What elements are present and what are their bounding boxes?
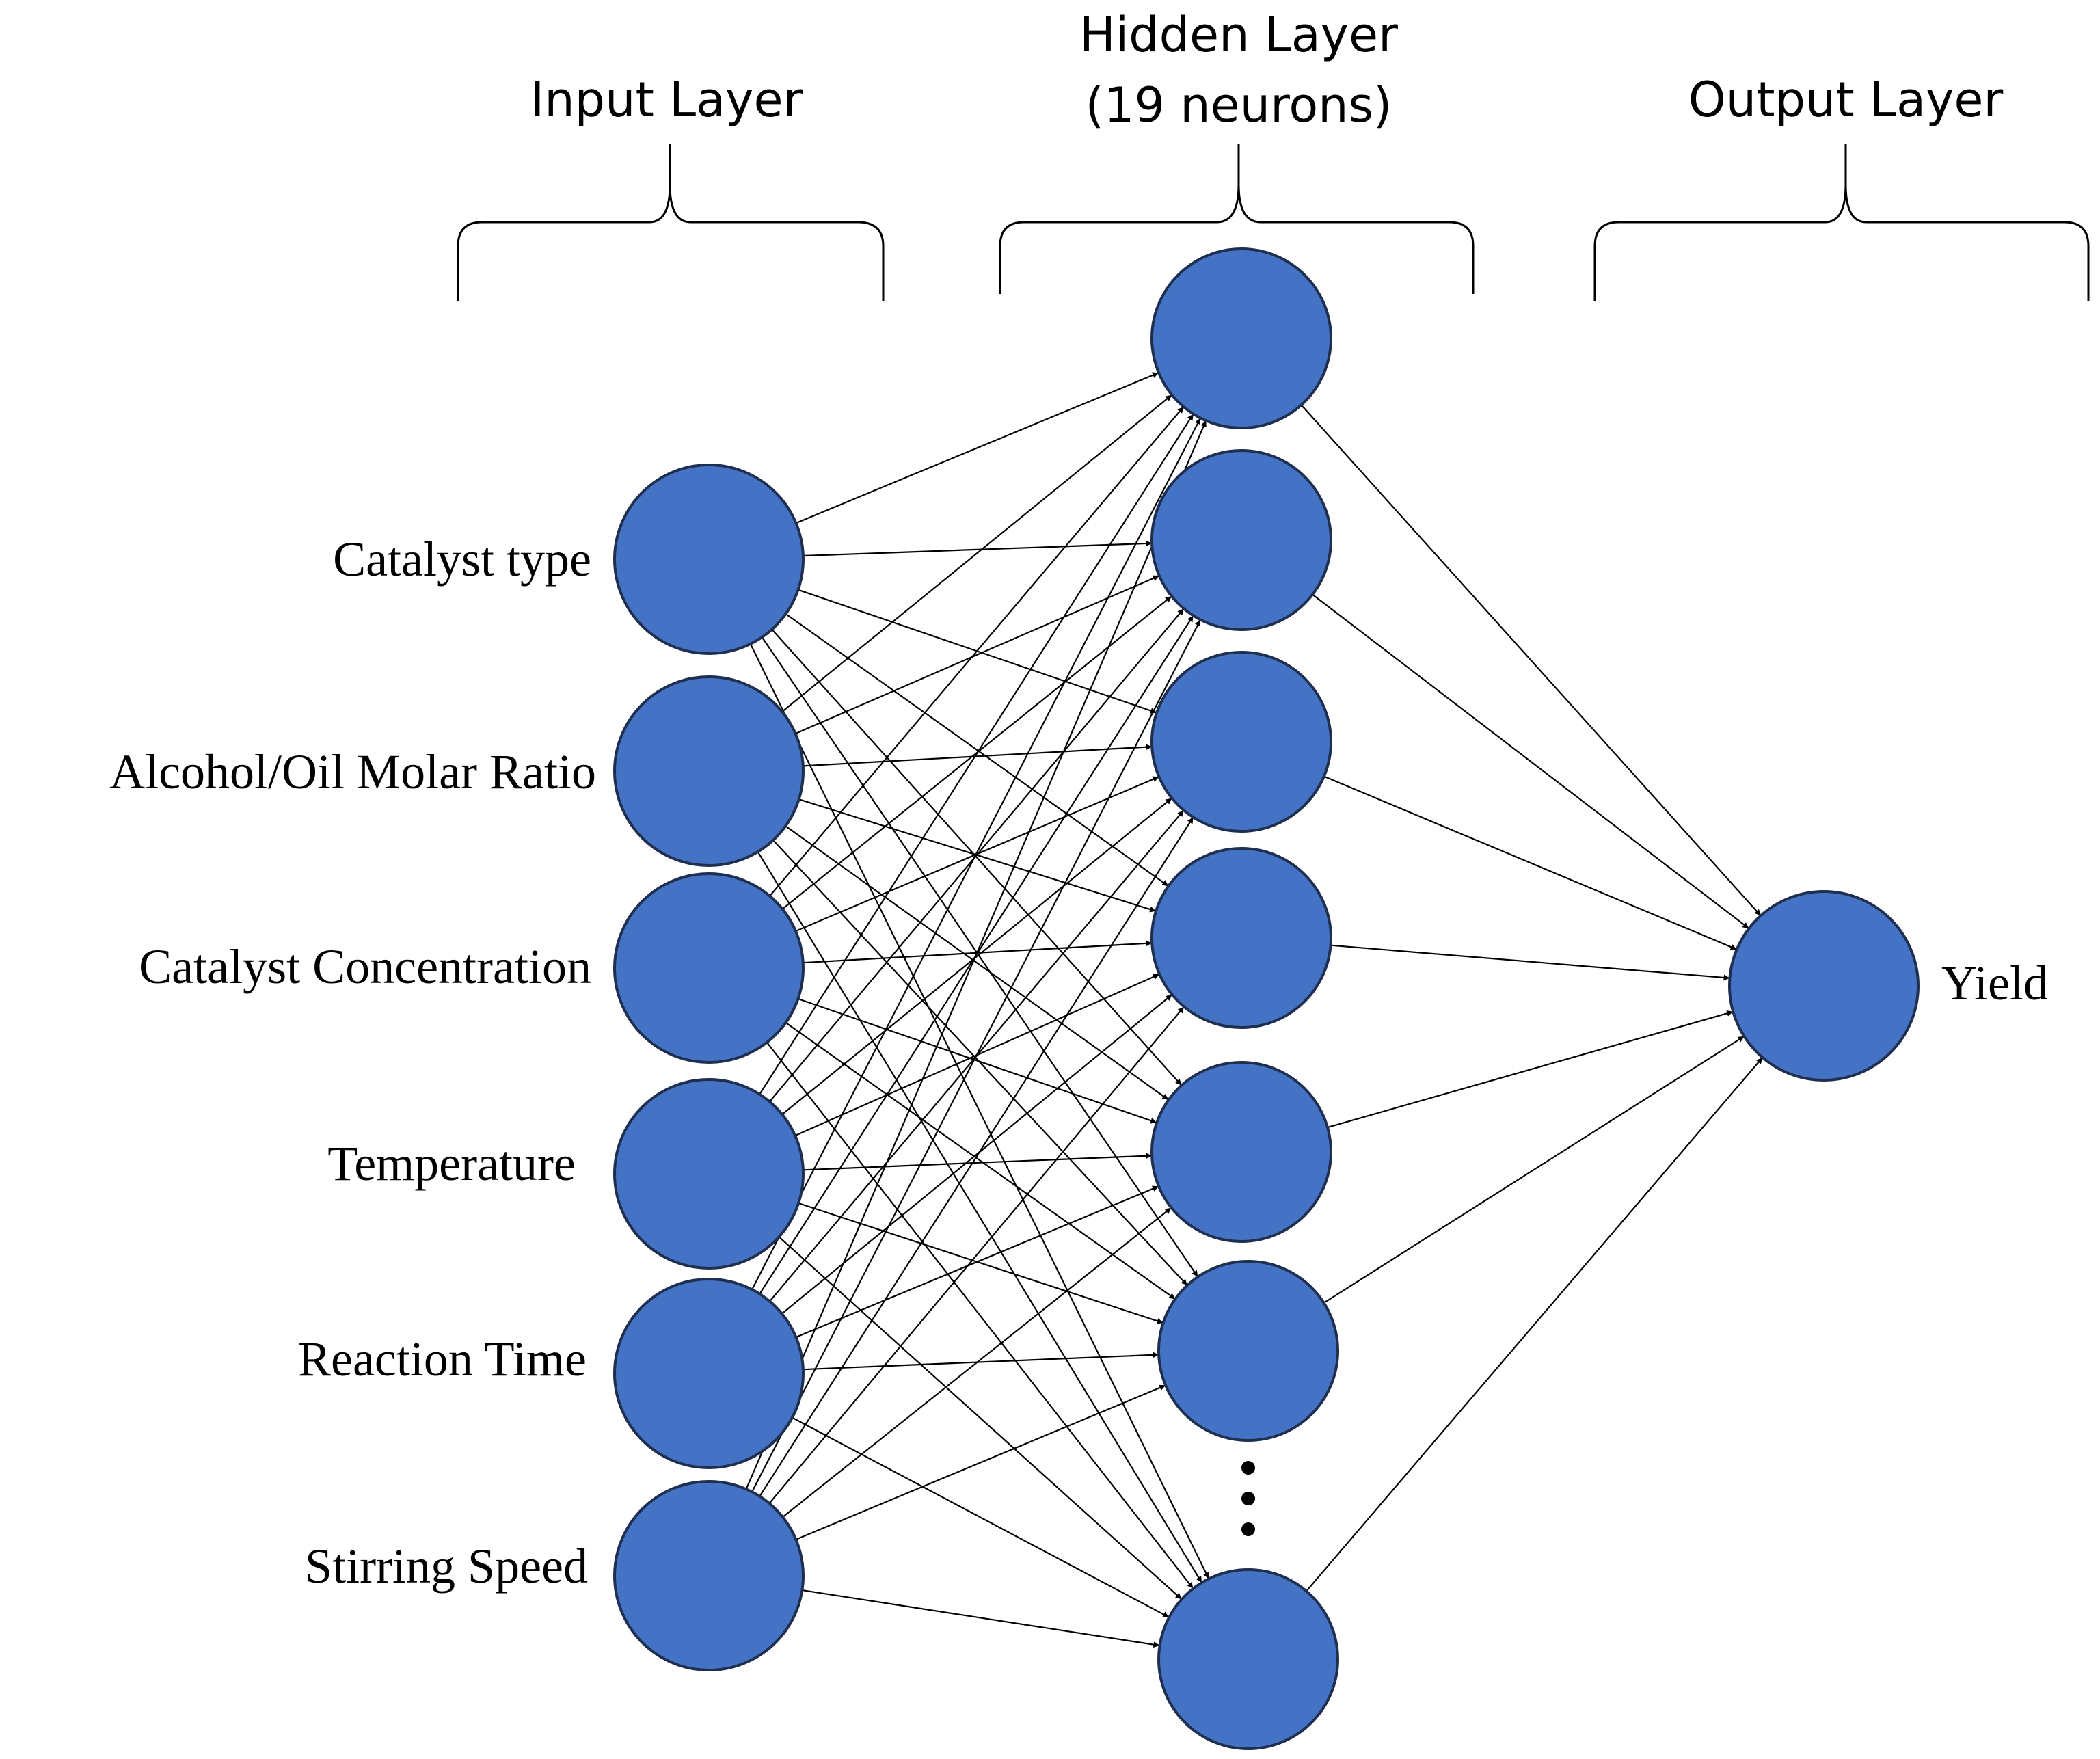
hidden-neuron [1150, 449, 1332, 631]
connection-edge [759, 413, 1194, 1095]
hidden-layer [1150, 247, 1339, 1750]
connection-edge [751, 417, 1202, 1290]
input-neuron-stirring-speed [613, 1480, 805, 1671]
connection-edge [781, 994, 1173, 1315]
input-neuron-catalyst-concentration [613, 872, 805, 1064]
connection-edge [795, 1185, 1159, 1339]
hidden-neuron [1157, 1568, 1339, 1750]
input-label-stirring-speed: Stirring Speed [305, 1539, 588, 1594]
connection-edge [772, 840, 1188, 1286]
connection-edge [781, 394, 1172, 712]
hidden-neuron [1150, 247, 1332, 429]
connection-edge [771, 628, 1183, 1086]
connection-edge [761, 636, 1199, 1278]
output-layer-title: Output Layer [1688, 72, 2004, 128]
input-label-catalyst-concentration: Catalyst Concentration [139, 939, 591, 994]
connection-edge [1323, 1035, 1745, 1304]
connection-edge [1312, 593, 1750, 929]
connection-edge [803, 1352, 1159, 1371]
connection-edge [781, 797, 1172, 1115]
connection-edge [785, 1022, 1176, 1300]
connection-edge [1330, 944, 1730, 981]
input-label-reaction-time: Reaction Time [298, 1332, 587, 1386]
input-layer-title: Input Layer [530, 72, 803, 128]
connection-edge [785, 825, 1170, 1101]
output-layer-brace [1593, 144, 2090, 301]
input-layer [613, 464, 805, 1671]
connection-edge [757, 851, 1202, 1583]
input-layer-brace [457, 144, 885, 301]
connection-edge [803, 744, 1153, 767]
connection-edge [802, 1589, 1160, 1648]
input-label-alcohol-oil-molar-ratio: Alcohol/Oil Molar Ratio [109, 744, 596, 799]
connection-edge [768, 1006, 1185, 1504]
connection-edge [745, 420, 1207, 1490]
hidden-layer-title: Hidden Layer [1079, 7, 1398, 63]
connection-edge [1306, 1057, 1764, 1592]
connection-edge [792, 1416, 1170, 1618]
connection-edge [803, 1153, 1153, 1171]
connection-edge [1300, 404, 1762, 917]
connection-edge [803, 540, 1153, 557]
connection-edge [766, 1042, 1194, 1589]
output-neuron-yield [1728, 890, 1920, 1082]
connection-edge [798, 997, 1157, 1124]
connection-edge [1327, 1010, 1734, 1129]
connection-edge [759, 816, 1194, 1497]
input-neuron-reaction-time [613, 1278, 805, 1469]
output-label-yield: Yield [1941, 956, 2048, 1010]
connection-edge [795, 575, 1160, 735]
connection-edge [751, 619, 1202, 1492]
hidden-neuron [1150, 847, 1332, 1029]
hidden-layer-brace [999, 144, 1475, 294]
connection-edge [798, 1202, 1163, 1324]
hidden-layer-subtitle: (19 neurons) [1086, 77, 1392, 133]
connection-edges [745, 372, 1764, 1648]
connection-edge [768, 608, 1185, 1103]
input-neuron-alcohol-oil-ratio [613, 675, 805, 867]
ellipsis-dot [1241, 1522, 1255, 1536]
hidden-neuron [1150, 651, 1332, 833]
hidden-neuron [1150, 1061, 1332, 1243]
connection-edge [782, 1207, 1172, 1518]
input-neuron-catalyst-type [613, 464, 805, 655]
connection-edge [795, 1384, 1166, 1540]
connection-edge [1323, 775, 1738, 950]
connection-edge [769, 406, 1185, 897]
connection-edge [796, 372, 1159, 524]
hidden-layer-ellipsis [1241, 1461, 1255, 1536]
ellipsis-dot [1241, 1461, 1255, 1475]
ellipsis-dot [1241, 1492, 1255, 1505]
connection-edge [785, 613, 1169, 887]
connection-edge [749, 643, 1210, 1579]
connection-edge [778, 1236, 1183, 1600]
input-neuron-temperature [613, 1078, 805, 1270]
hidden-neuron [1157, 1260, 1339, 1442]
input-label-temperature: Temperature [327, 1136, 576, 1191]
input-label-catalyst-type: Catalyst type [333, 532, 591, 587]
